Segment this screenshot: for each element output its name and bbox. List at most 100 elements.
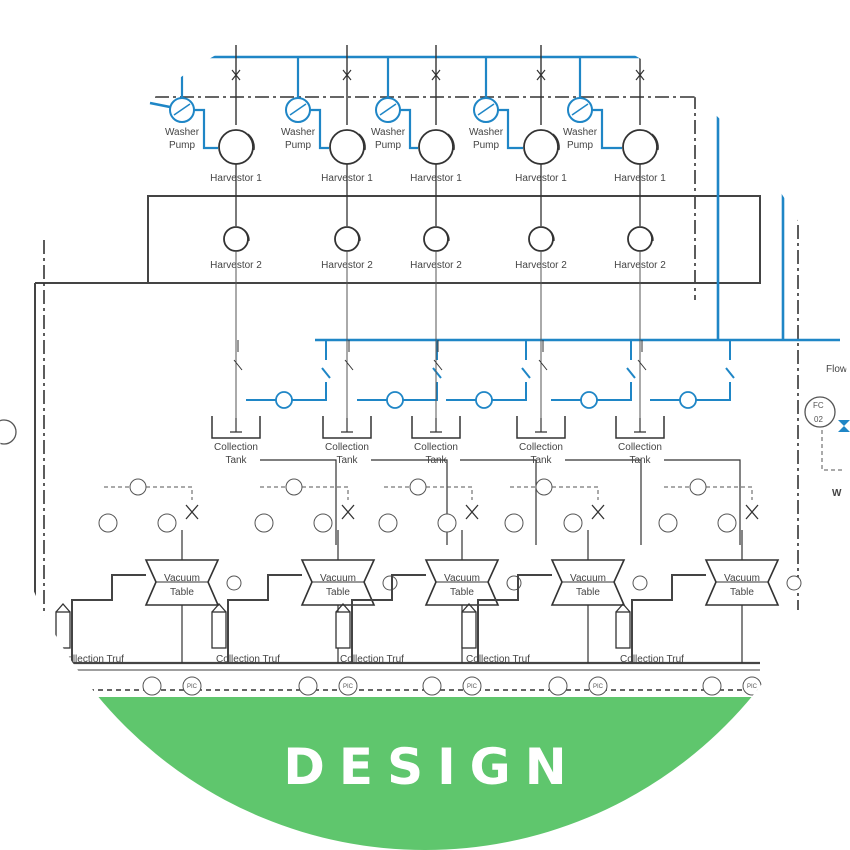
washer-pump-label: Pump (567, 140, 594, 151)
collection-tank-label: Collection (519, 442, 563, 453)
collection-truf-icon (615, 611, 631, 649)
tank-outlet (371, 459, 448, 545)
rotation-arrow (243, 229, 250, 242)
tank-outlet (460, 459, 537, 545)
instrument-icon (689, 478, 707, 496)
instrument-icon (313, 513, 333, 533)
valve-icon (637, 340, 647, 371)
vacuum-table-label: Table (730, 587, 754, 598)
recycle-pump-icon (386, 391, 404, 409)
tank-outlet (260, 459, 337, 545)
collection-tank-label: Tank (629, 455, 651, 466)
pt-instrument-icon (298, 676, 318, 696)
truf-cap (461, 603, 477, 613)
recycle-line (246, 340, 331, 401)
recycle-line (650, 340, 735, 401)
washer-pump-label: Pump (285, 140, 312, 151)
left-main-line (34, 282, 148, 610)
harvester-frame (147, 195, 761, 284)
instrument-icon (563, 513, 583, 533)
collection-truf-label: Collection Truf (620, 654, 684, 665)
vacuum-table-label: Table (170, 587, 194, 598)
tank-outlet (664, 459, 741, 545)
collection-tank-icon (516, 416, 566, 439)
instrument-icon (157, 513, 177, 533)
rotation-arrow (447, 133, 455, 151)
pt-instrument-icon (548, 676, 568, 696)
side-valve-icon (838, 420, 850, 432)
side-dash (821, 430, 845, 471)
process-lines (34, 20, 799, 691)
agitator-icon (634, 418, 646, 433)
rotation-arrow (358, 133, 366, 151)
vacuum-table-label: Table (576, 587, 600, 598)
washer-pump-label: Washer (469, 127, 504, 138)
valve-icon (431, 69, 441, 81)
washer-pump-label: Pump (375, 140, 402, 151)
pump-discharge (498, 108, 523, 150)
flow-label: Flow (826, 364, 848, 375)
collection-truf-icon (211, 611, 227, 649)
collection-tank-label: Collection (618, 442, 662, 453)
banner-label: DESIGN (283, 738, 581, 796)
instrument-icon (658, 513, 678, 533)
pic-instrument-icon (462, 676, 482, 696)
vacuum-table-label: Vacuum (320, 573, 356, 584)
fc-instrument-icon (804, 396, 836, 428)
pic-label: PIC (593, 684, 604, 690)
pump-impeller (173, 103, 191, 116)
valve-icon (344, 340, 354, 371)
recycle-line (446, 340, 531, 401)
agitator-icon (230, 418, 242, 433)
rotation-arrow (651, 133, 659, 151)
pump-impeller (571, 103, 589, 116)
collection-tank-label: Tank (425, 455, 447, 466)
motor-icon (226, 575, 242, 591)
instrument-icon (437, 513, 457, 533)
rotation-arrow (552, 133, 560, 151)
water-label: W (832, 488, 842, 499)
pump-discharge (592, 108, 622, 150)
recycle-pump-icon (275, 391, 293, 409)
signal-line (104, 486, 193, 500)
vacuum-table-label: Table (450, 587, 474, 598)
collection-truf-icon (461, 611, 477, 649)
harvester1-icon (622, 129, 658, 165)
valve-icon (342, 69, 352, 81)
collection-tank-label: Collection (414, 442, 458, 453)
truf-cap (615, 603, 631, 613)
truf-cap (211, 603, 227, 613)
rotation-arrow (443, 229, 450, 242)
truf-cap (55, 603, 71, 613)
valve-icon (635, 69, 645, 81)
signal-line (384, 486, 473, 500)
recycle-line (357, 340, 442, 401)
pic-instrument-icon (588, 676, 608, 696)
valve-icon (538, 340, 548, 371)
pump-impeller (477, 103, 495, 116)
collection-truf-icon (55, 611, 71, 649)
collection-tank-icon (411, 416, 461, 439)
rotation-arrow (354, 229, 361, 242)
vacuum-line (631, 574, 706, 663)
truf-cap (335, 603, 351, 613)
pump-impeller (379, 103, 397, 116)
collection-tank-icon (211, 416, 261, 439)
fc-number: 02 (814, 415, 823, 424)
signal-line (260, 486, 349, 500)
vacuum-table-label: Table (326, 587, 350, 598)
washer-pump-label: Washer (563, 127, 598, 138)
motor-icon (632, 575, 648, 591)
vacuum-table-label: Vacuum (444, 573, 480, 584)
side-instruments: FC 02 Flow W (0, 364, 850, 499)
recycle-pump-icon (679, 391, 697, 409)
collection-tank-icon (322, 416, 372, 439)
agitator-icon (430, 418, 442, 433)
